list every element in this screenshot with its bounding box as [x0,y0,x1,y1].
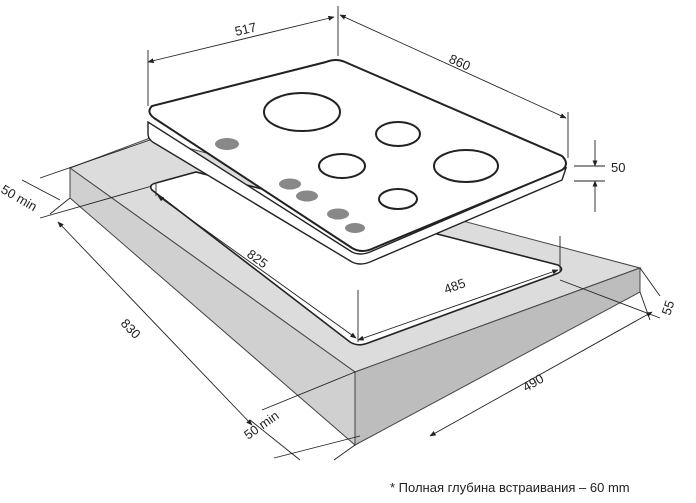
dim-clearance-front: 50 min [241,408,282,443]
installation-depth-note: * Полная глубина встраивания – 60 mm [390,480,630,495]
dim-countertop-width: 490 [520,371,546,395]
knob-5 [345,223,365,233]
knob-1 [215,138,239,150]
hob-top-surface [148,59,567,252]
dim-hob-width: 517 [233,19,258,38]
burner-medium [375,121,421,147]
dim-side-clearance: 55 [659,299,678,317]
dim-hob-depth: 860 [447,51,473,74]
dimension-lines [21,6,661,461]
knob-3 [296,190,318,202]
burner-small [378,188,418,210]
knob-4 [327,208,349,220]
dim-cutout-width: 485 [442,275,468,297]
knob-2 [279,178,301,190]
dim-countertop-depth: 830 [118,316,144,342]
burner-wok [433,149,499,183]
hob-side-face [147,120,568,265]
burner-middle [318,153,366,179]
dim-hob-height: 50 [611,160,625,175]
